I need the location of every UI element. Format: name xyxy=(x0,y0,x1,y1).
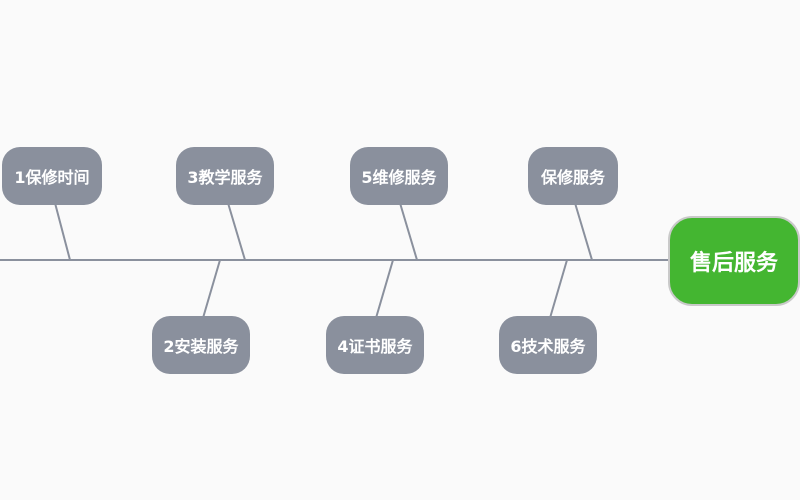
branch-node-3[interactable]: 3教学服务 xyxy=(176,147,274,205)
branch-node-1[interactable]: 1保修时间 xyxy=(2,147,102,205)
branch-label-6: 6技术服务 xyxy=(510,337,586,356)
branch-node-6[interactable]: 6技术服务 xyxy=(499,316,597,374)
bone-3 xyxy=(227,202,246,261)
bone-4 xyxy=(375,259,394,319)
head-node[interactable]: 售后服务 xyxy=(668,216,800,306)
branch-label-7: 保修服务 xyxy=(540,168,605,187)
bone-6 xyxy=(549,259,568,319)
branch-label-4: 4证书服务 xyxy=(337,337,413,356)
head-label: 售后服务 xyxy=(689,251,778,276)
bone-1 xyxy=(54,202,71,261)
bone-5 xyxy=(399,202,418,261)
branch-label-2: 2安装服务 xyxy=(163,337,239,356)
bone-2 xyxy=(202,259,221,319)
branch-label-5: 5维修服务 xyxy=(361,168,437,187)
bone-7 xyxy=(574,202,593,261)
branch-node-4[interactable]: 4证书服务 xyxy=(326,316,424,374)
branch-node-2[interactable]: 2安装服务 xyxy=(152,316,250,374)
branch-node-7[interactable]: 保修服务 xyxy=(528,147,618,205)
branch-label-1: 1保修时间 xyxy=(14,168,90,187)
branch-label-3: 3教学服务 xyxy=(187,168,263,187)
branch-node-5[interactable]: 5维修服务 xyxy=(350,147,448,205)
